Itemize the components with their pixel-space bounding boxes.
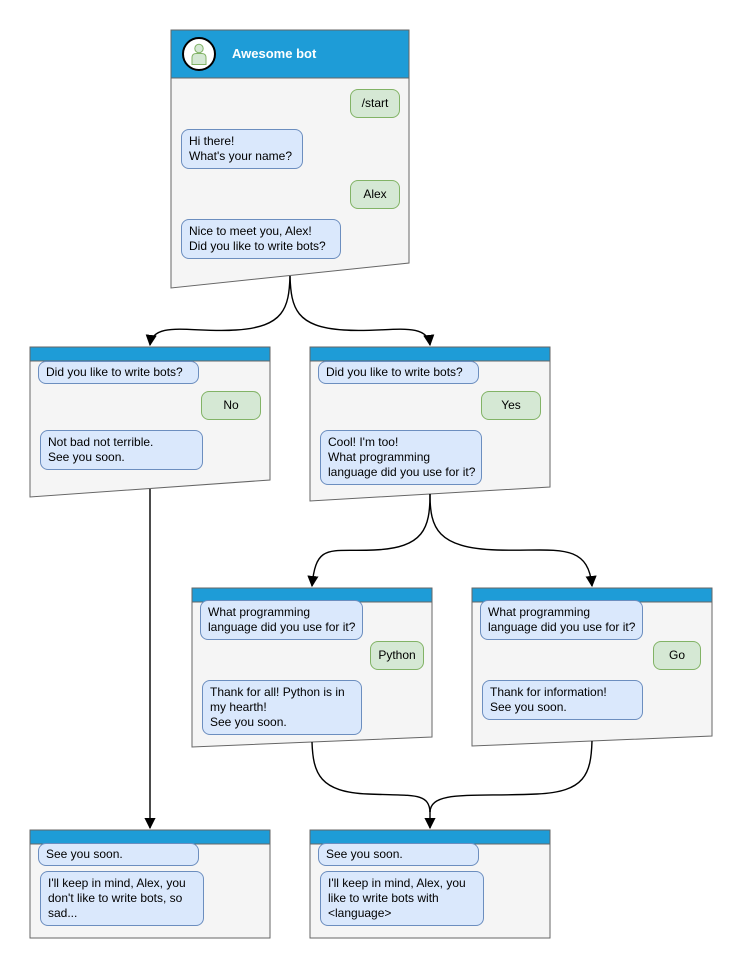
connector-python-to-end-yes bbox=[311, 741, 431, 813]
bot-message-bubble: Not bad not terrible. See you soon. bbox=[40, 430, 203, 470]
connector-yes-to-python bbox=[307, 493, 431, 588]
bot-message-bubble: Hi there! What's your name? bbox=[181, 129, 303, 169]
connector-go-to-end-yes bbox=[429, 740, 593, 813]
bot-message-bubble: Thank for all! Python is in my hearth! S… bbox=[202, 680, 362, 735]
user-message-bubble: Alex bbox=[350, 180, 400, 209]
user-message-bubble: /start bbox=[350, 89, 400, 118]
bot-message-bubble: See you soon. bbox=[318, 843, 479, 866]
bot-message-bubble: I'll keep in mind, Alex, you don't like … bbox=[40, 871, 204, 926]
bot-message-bubble: Did you like to write bots? bbox=[318, 361, 479, 384]
user-message-bubble: No bbox=[201, 391, 261, 420]
bot-message-bubble: Did you like to write bots? bbox=[38, 361, 199, 384]
bot-message-bubble: Nice to meet you, Alex! Did you like to … bbox=[181, 219, 341, 259]
user-message-bubble: Python bbox=[370, 641, 424, 670]
bot-message-bubble: Thank for information! See you soon. bbox=[482, 680, 643, 720]
bot-message-bubble: I'll keep in mind, Alex, you like to wri… bbox=[320, 871, 484, 926]
window-title: Awesome bot bbox=[232, 46, 317, 61]
bot-message-bubble: Cool! I'm too! What programming language… bbox=[320, 430, 482, 485]
connector-root-to-no bbox=[145, 275, 291, 347]
connector-root-to-yes bbox=[289, 275, 435, 347]
person-icon bbox=[191, 43, 207, 65]
user-message-bubble: Go bbox=[653, 641, 701, 670]
bot-message-bubble: See you soon. bbox=[38, 843, 199, 866]
user-message-bubble: Yes bbox=[481, 391, 541, 420]
bot-message-bubble: What programming language did you use fo… bbox=[480, 600, 643, 640]
connector-yes-to-go bbox=[429, 493, 597, 588]
bot-message-bubble: What programming language did you use fo… bbox=[200, 600, 363, 640]
bot-avatar bbox=[182, 37, 216, 71]
